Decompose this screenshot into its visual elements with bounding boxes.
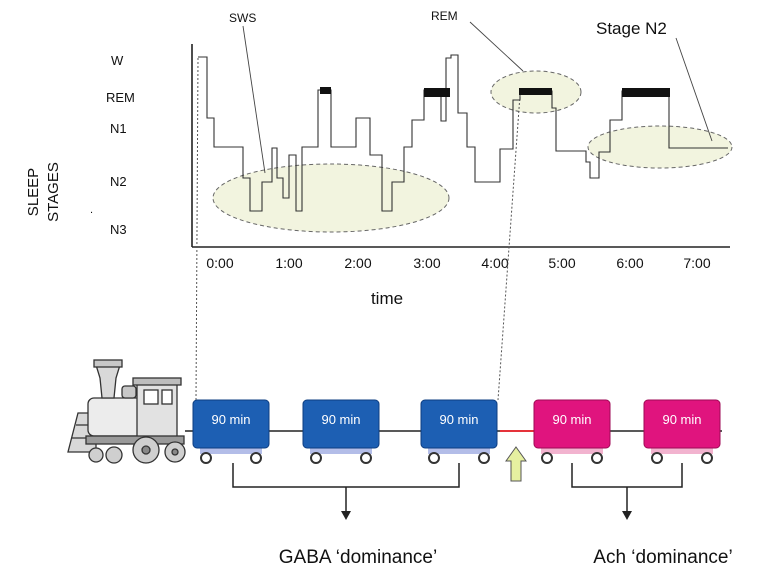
gaba-dominance-label: GABA ‘dominance’	[279, 547, 437, 568]
stage-label-rem: REM	[106, 90, 135, 105]
y-axis-title-line2: STAGES	[45, 162, 62, 222]
ach-bracket	[571, 463, 683, 513]
stage-n2-leader-line	[675, 37, 713, 142]
stage-label-n3: N3	[110, 222, 127, 237]
time-tick-label: 0:00	[206, 255, 233, 271]
car-base	[541, 447, 603, 454]
stage-n2-highlight	[587, 125, 733, 169]
stage-label-w: W	[111, 53, 124, 68]
y-axis-title-2: STAGES	[45, 162, 62, 222]
car-body	[643, 399, 721, 449]
car-label: 90 min	[439, 412, 478, 427]
time-tick-label: 5:00	[548, 255, 575, 271]
rem-bar	[622, 88, 670, 97]
car-base	[200, 447, 262, 454]
car-base	[428, 447, 490, 454]
y-axis-title-line1: SLEEP	[25, 168, 42, 216]
car-wheel	[701, 452, 713, 464]
projection-line-right	[497, 94, 521, 401]
projection-line-left	[195, 57, 199, 401]
rem-leader-line	[469, 21, 524, 72]
car-wheel	[250, 452, 262, 464]
transition-arrow-icon	[505, 446, 527, 482]
car-wheel	[360, 452, 372, 464]
rem-bar	[424, 88, 450, 97]
car-wheel	[591, 452, 603, 464]
time-tick-label: 4:00	[481, 255, 508, 271]
sws-leader-line	[242, 25, 266, 174]
stage-label-n2: N2	[110, 174, 127, 189]
train-car: 90 min	[533, 399, 611, 464]
y-axis-title: SLEEP	[25, 168, 42, 216]
car-wheel	[200, 452, 212, 464]
locomotive-icon	[67, 359, 186, 464]
ach-arrow-head	[622, 511, 632, 520]
gaba-bracket	[232, 463, 460, 513]
car-body	[420, 399, 498, 449]
time-tick-label: 3:00	[413, 255, 440, 271]
car-wheel	[651, 452, 663, 464]
hypnogram: SWS REM Stage N2 W REM N1 N2 N3 . SLEEP …	[25, 9, 733, 308]
car-label: 90 min	[321, 412, 360, 427]
car-wheel	[478, 452, 490, 464]
train-car: 90 min	[302, 399, 380, 464]
car-label: 90 min	[552, 412, 591, 427]
car-base	[310, 447, 372, 454]
sws-highlight	[212, 163, 450, 233]
time-tick-label: 2:00	[344, 255, 371, 271]
time-tick-label: 6:00	[616, 255, 643, 271]
rem-bar	[320, 87, 331, 94]
car-wheel	[541, 452, 553, 464]
hypnogram-trace	[198, 54, 728, 212]
car-body	[192, 399, 270, 449]
car-label: 90 min	[662, 412, 701, 427]
rem-bar	[519, 88, 552, 95]
rem-annotation: REM	[431, 9, 458, 23]
stage-tick-mark: .	[90, 204, 93, 216]
train-car: 90 min	[192, 399, 270, 464]
car-base	[651, 447, 713, 454]
stage-n2-annotation: Stage N2	[596, 19, 667, 38]
train-car: 90 min	[643, 399, 721, 464]
gaba-arrow-head	[341, 511, 351, 520]
car-body	[302, 399, 380, 449]
car-label: 90 min	[211, 412, 250, 427]
time-tick-label: 1:00	[275, 255, 302, 271]
car-wheel	[310, 452, 322, 464]
car-wheel	[428, 452, 440, 464]
train-car: 90 min	[420, 399, 498, 464]
time-tick-label: 7:00	[683, 255, 710, 271]
ach-dominance-label: Ach ‘dominance’	[593, 547, 732, 568]
sws-annotation: SWS	[229, 11, 256, 25]
x-axis-label: time	[371, 289, 403, 308]
car-body	[533, 399, 611, 449]
stage-label-n1: N1	[110, 121, 127, 136]
train: 90 min 90 min 90 min 90 min	[67, 359, 722, 482]
